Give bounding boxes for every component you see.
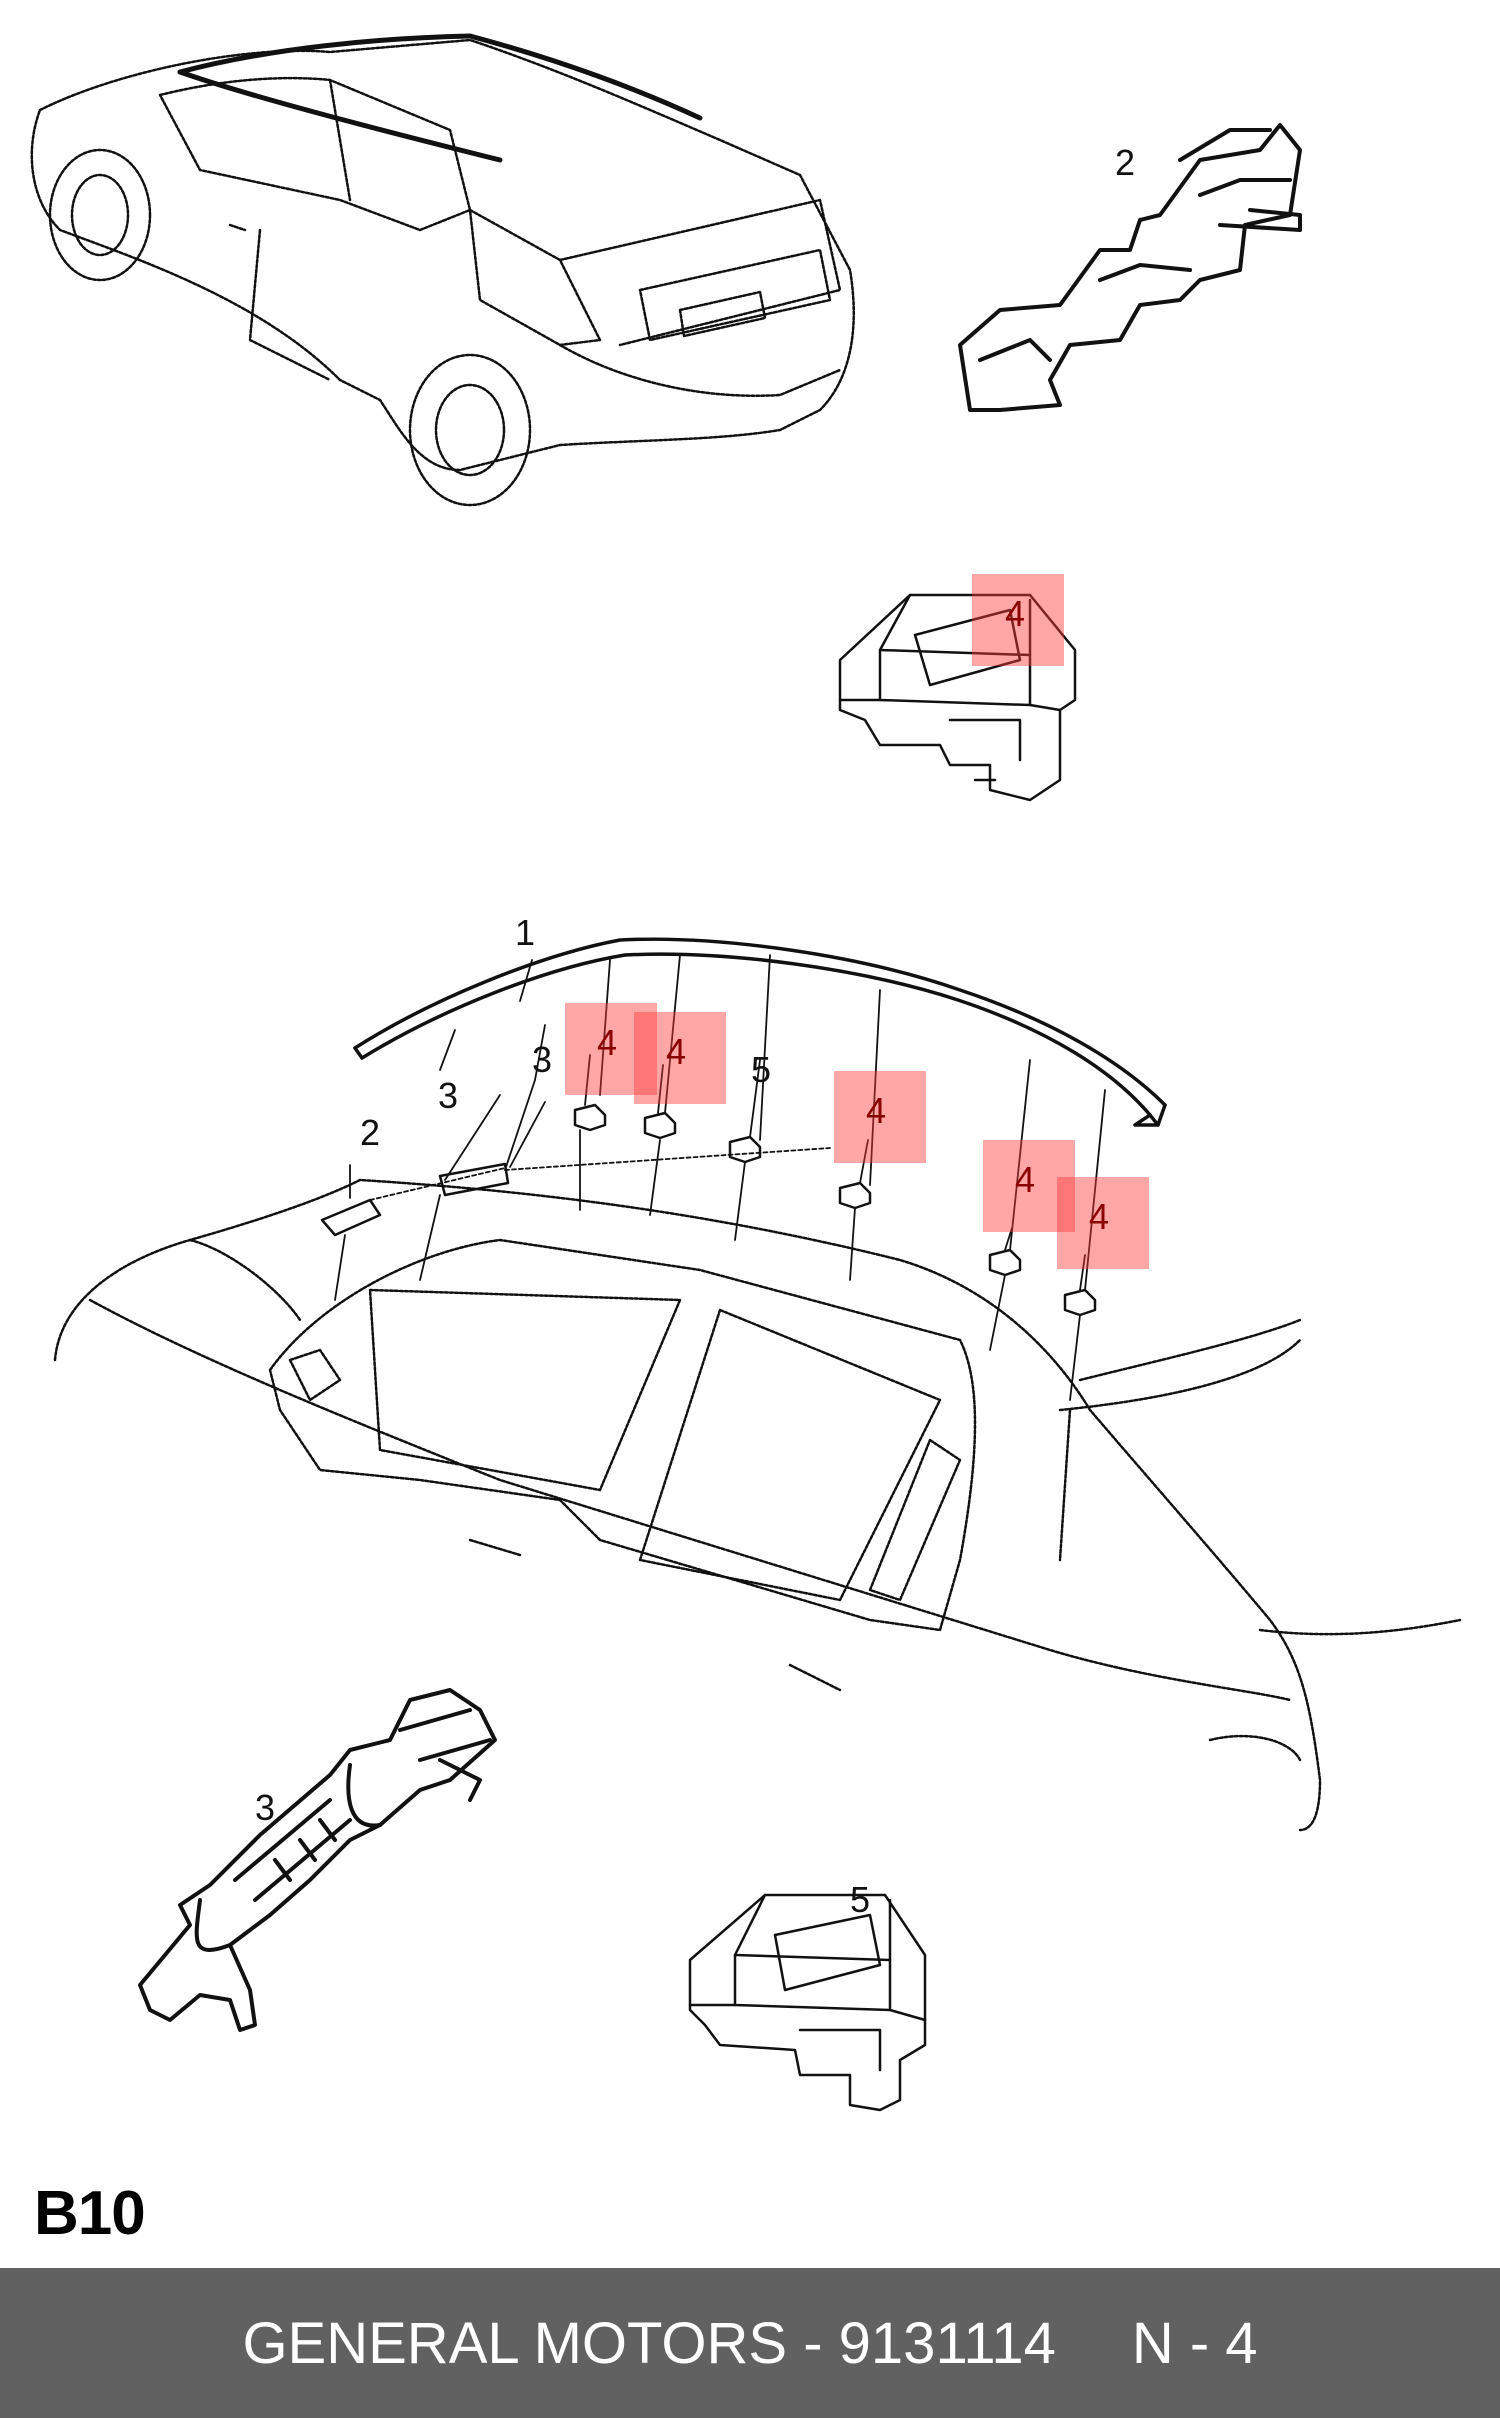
- roof-molding-part-1: [353, 937, 1167, 1127]
- clip-part-3-detail: [138, 1688, 497, 2032]
- highlight-label: 4: [866, 1090, 886, 1131]
- clip-part-2-detail: [958, 123, 1302, 412]
- callout-2-bottom: 2: [360, 1112, 380, 1153]
- clip-part-4-detail: [838, 593, 1077, 802]
- roof-molding-highlight: [177, 33, 473, 75]
- footer-part-number: 9131114: [838, 2310, 1056, 2376]
- callout-2-top: 2: [1115, 142, 1135, 183]
- roof-clips: [320, 1103, 1097, 1317]
- highlight-box-4-a: 4: [972, 574, 1064, 666]
- highlight-label: 4: [1015, 1159, 1035, 1200]
- highlight-box-4-f: 4: [1057, 1177, 1149, 1269]
- callout-3-a: 3: [532, 1039, 552, 1080]
- callout-3-b: 3: [438, 1075, 458, 1116]
- footer-manufacturer: GENERAL MOTORS: [242, 2310, 788, 2376]
- car-side-drawing: [53, 1178, 1462, 1832]
- highlight-box-4-b: 4: [565, 1003, 657, 1095]
- car-overview-drawing: [30, 38, 855, 507]
- clip-part-5-detail: [688, 1893, 927, 2112]
- highlight-label: 4: [597, 1022, 617, 1063]
- leader-lines: [334, 954, 1106, 1401]
- footer-page-ref: N - 4: [1131, 2310, 1258, 2376]
- highlight-box-4-e: 4: [983, 1140, 1075, 1232]
- parts-diagram: 2 1 3 3 5 2 3 5 4 4 4 4 4 4: [30, 33, 1462, 2112]
- highlight-box-4-c: 4: [634, 1012, 726, 1104]
- highlight-box-4-d: 4: [834, 1071, 926, 1163]
- highlight-label: 4: [666, 1031, 686, 1072]
- callout-3-detail: 3: [255, 1787, 275, 1828]
- callout-5-detail: 5: [850, 1879, 870, 1920]
- highlight-label: 4: [1089, 1196, 1109, 1237]
- footer-bar: GENERAL MOTORS - 9131114 N - 4: [0, 2268, 1500, 2418]
- footer-dash: -: [803, 2310, 823, 2376]
- page-code: B10: [34, 2179, 146, 2248]
- highlight-label: 4: [1005, 593, 1025, 634]
- callout-5-main: 5: [751, 1049, 771, 1090]
- callout-1: 1: [515, 912, 535, 953]
